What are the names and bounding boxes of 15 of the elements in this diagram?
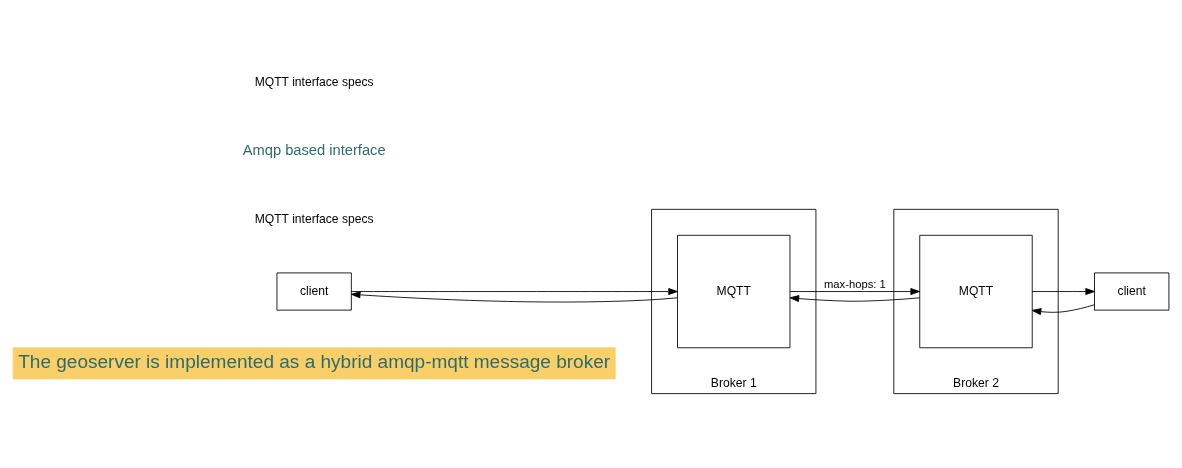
arrow <box>789 295 921 302</box>
arrow <box>1031 304 1095 316</box>
node-box: The geoserver is implemented as a hybrid amqp-mqtt message broker <box>12 347 616 380</box>
node-box: MQTT <box>677 234 791 349</box>
arrow <box>350 291 678 303</box>
node-box: client <box>1094 272 1170 311</box>
node-box: MQTT <box>919 234 1033 349</box>
label: MQTT interface specs <box>254 75 374 90</box>
label: Amqp based interface <box>242 141 386 158</box>
label: MQTT interface specs <box>254 211 374 226</box>
node-box: client <box>276 272 352 311</box>
arrow <box>350 288 678 295</box>
arrow <box>1031 288 1095 295</box>
arrow <box>789 288 920 295</box>
edge-label: max-hops: 1 <box>823 278 886 291</box>
